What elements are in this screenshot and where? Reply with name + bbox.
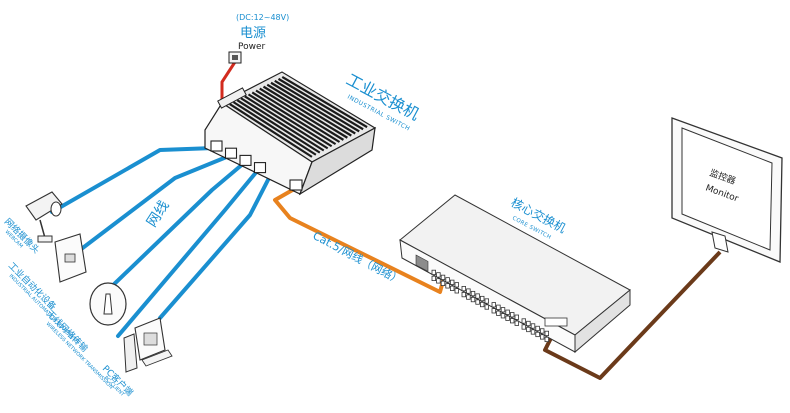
heatsink-fin xyxy=(270,81,356,135)
pc-client-icon xyxy=(123,317,173,373)
core-port xyxy=(479,295,485,302)
core-port xyxy=(431,275,436,282)
core-port xyxy=(505,315,510,321)
core-port xyxy=(540,334,545,340)
core-port xyxy=(521,324,526,330)
power-label-en: Power xyxy=(238,42,266,52)
core-port xyxy=(475,299,480,305)
power-plug xyxy=(228,51,242,64)
core-port xyxy=(500,307,506,313)
core-port xyxy=(440,280,446,286)
core-port xyxy=(496,304,501,310)
heatsink-fin xyxy=(247,93,333,148)
core-port xyxy=(514,314,519,320)
core-port xyxy=(526,320,531,327)
core-port xyxy=(461,291,466,298)
power-label-cn: 电源 xyxy=(240,26,266,41)
heatsink-fin xyxy=(244,95,329,150)
blue-cables xyxy=(50,146,272,338)
heatsink-fin xyxy=(266,83,352,137)
core-port xyxy=(479,301,485,308)
core-port xyxy=(509,312,515,318)
webcam-icon xyxy=(25,191,63,243)
cable-webcam xyxy=(50,146,216,214)
core-port xyxy=(514,320,519,326)
cable-wireless xyxy=(106,161,246,292)
cable-label: 网线 xyxy=(144,198,173,230)
ethernet-port xyxy=(253,162,267,174)
core-port xyxy=(540,328,545,334)
monitor xyxy=(671,117,783,263)
cable-pc xyxy=(116,168,260,338)
heatsink-fin xyxy=(251,91,337,146)
core-port xyxy=(449,279,455,285)
industrial-switch xyxy=(204,71,377,196)
heatsink-fin xyxy=(255,89,341,143)
core-port xyxy=(445,283,450,289)
core-port xyxy=(436,278,441,284)
core-port xyxy=(544,330,549,337)
core-port xyxy=(535,331,540,338)
heatsink-fin xyxy=(240,97,325,152)
heatsink-fin xyxy=(229,103,313,158)
core-port xyxy=(526,326,531,333)
core-switch xyxy=(399,194,631,354)
ethernet-port xyxy=(224,147,238,159)
heatsink-fin xyxy=(277,77,364,131)
core-port xyxy=(500,313,506,319)
core-port xyxy=(491,302,496,308)
ethernet-port xyxy=(210,140,223,152)
heatsink-fin xyxy=(281,75,368,129)
core-port xyxy=(530,329,536,335)
heatsink-fin xyxy=(232,101,317,156)
core-port xyxy=(431,269,436,276)
core-port xyxy=(445,277,450,283)
core-port xyxy=(544,336,549,343)
core-port xyxy=(449,285,455,291)
core-port xyxy=(436,272,441,278)
heatsink-fin xyxy=(236,99,321,154)
core-port xyxy=(454,282,459,288)
cable-automation xyxy=(78,154,231,252)
core-port xyxy=(461,285,466,292)
automation-label-cn: 工业自动化设备 xyxy=(6,260,59,313)
wireless-transmission-icon xyxy=(89,282,127,326)
core-port xyxy=(535,325,540,332)
core-port xyxy=(509,318,515,324)
core-port xyxy=(466,288,471,294)
cable-pc-2 xyxy=(158,174,272,320)
core-port xyxy=(470,296,476,303)
heatsink-fin xyxy=(262,85,348,139)
cable-monitor xyxy=(543,250,722,380)
core-port xyxy=(440,274,446,280)
core-port xyxy=(466,294,471,300)
core-port xyxy=(521,318,526,324)
core-port xyxy=(475,293,480,299)
core-port xyxy=(530,323,536,329)
core-port xyxy=(496,310,501,316)
core-port xyxy=(484,298,489,304)
core-port xyxy=(484,304,489,310)
power-voltage: (DC:12~48V) xyxy=(236,13,289,22)
core-port xyxy=(454,288,459,294)
core-port xyxy=(491,308,496,314)
core-port xyxy=(470,290,476,297)
heatsink-fin xyxy=(274,79,360,133)
automation-equipment-icon xyxy=(54,233,87,283)
core-port xyxy=(505,309,510,315)
heatsink-fin xyxy=(259,87,345,141)
uplink-label: Cat.5/网线（网络） xyxy=(311,228,405,287)
cable-power xyxy=(220,61,237,100)
ethernet-port xyxy=(239,154,252,166)
